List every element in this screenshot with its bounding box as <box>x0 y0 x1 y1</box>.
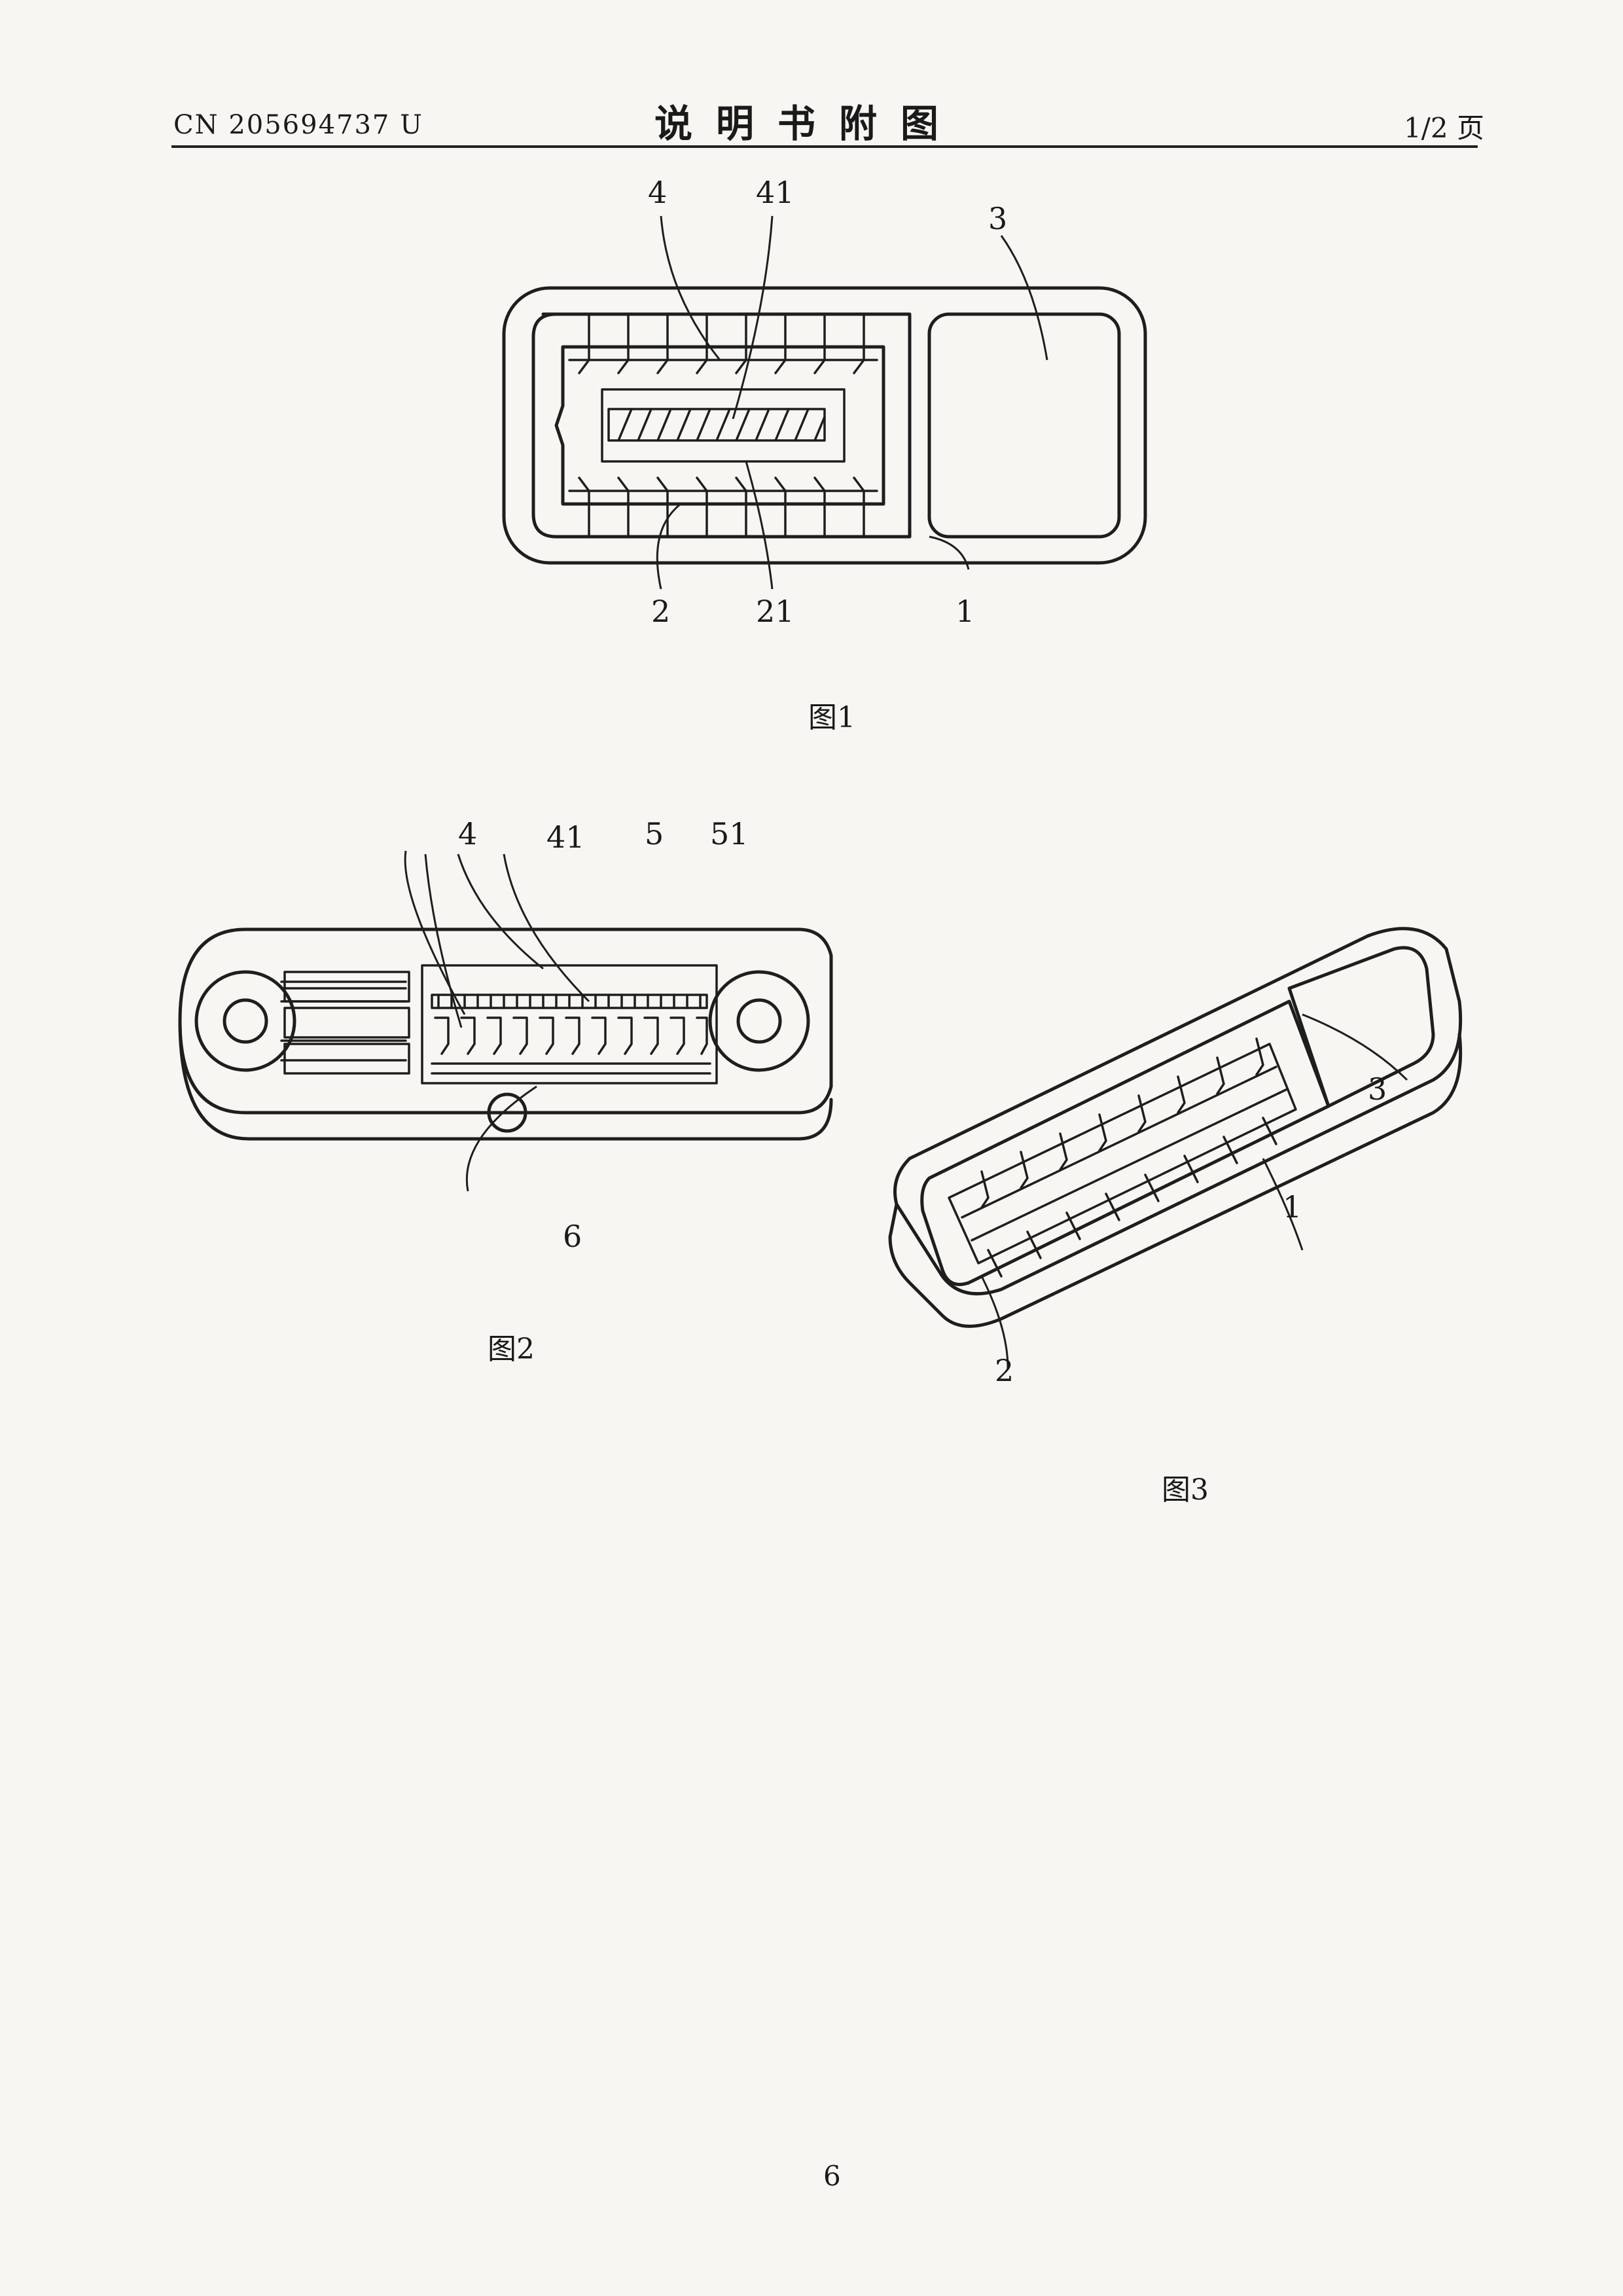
leader-3 <box>1000 235 1048 361</box>
figure-1: 4 41 3 2 21 1 <box>458 164 1178 661</box>
leader-21 <box>745 461 774 590</box>
leader-51 <box>503 853 590 1003</box>
housing-inner-cavity <box>531 312 912 539</box>
page-number: 6 <box>823 2160 841 2192</box>
leader-1 <box>1262 1158 1304 1251</box>
connector-frame-5 <box>421 964 718 1085</box>
plug-core-2 <box>554 345 885 506</box>
screw-hole-6 <box>487 1092 527 1133</box>
fig2-label-41: 41 <box>546 819 585 855</box>
contacts-top <box>980 1037 1264 1209</box>
fig1-label-3: 3 <box>988 201 1007 236</box>
fig2-label-51: 51 <box>710 816 749 852</box>
housing-1-depth <box>888 1032 1463 1328</box>
header-rule <box>171 145 1478 148</box>
receptacle-2 <box>920 999 1330 1286</box>
housing-1 <box>893 927 1463 1296</box>
left-rails <box>280 980 407 1062</box>
housing-outer <box>502 286 1147 565</box>
fig2-label-6: 6 <box>563 1219 582 1254</box>
mounting-hole-left-outer <box>194 970 296 1072</box>
fig2-label-4: 4 <box>458 816 477 852</box>
slot-21 <box>601 388 846 463</box>
fig3-label-1: 1 <box>1283 1189 1302 1225</box>
publication-number: CN 205694737 U <box>173 110 423 140</box>
mounting-hole-left <box>223 998 268 1044</box>
fig1-label-2: 2 <box>651 594 670 629</box>
page-header: CN 205694737 U 说明书附图 1/2 页 <box>0 0 1623 151</box>
leader-3 <box>1302 1013 1408 1081</box>
leader-4 <box>660 215 721 361</box>
fig2-label-5: 5 <box>645 816 664 852</box>
figure-3: 3 1 2 <box>870 910 1499 1446</box>
leader-41 <box>732 215 774 420</box>
leader-2 <box>980 1276 1009 1369</box>
mounting-hole-right-outer <box>708 970 810 1072</box>
figure-3-drawing: 3 1 2 <box>888 927 1463 1388</box>
fig3-label-3: 3 <box>1368 1071 1387 1107</box>
figure-2-caption: 图2 <box>488 1333 535 1366</box>
cavity-3 <box>1287 946 1435 1108</box>
document-title: 说明书附图 <box>654 101 963 146</box>
leader-1 <box>929 535 970 570</box>
core-plate <box>948 1043 1297 1265</box>
contact-plate-41 <box>607 408 826 442</box>
fig1-label-21: 21 <box>756 594 794 629</box>
cavity-3 <box>927 312 1121 539</box>
mounting-plate <box>178 927 833 1115</box>
leader-6 <box>465 1085 537 1192</box>
contacts-top-4 <box>568 313 878 374</box>
figure-3-caption: 图3 <box>1162 1473 1209 1507</box>
fig1-label-41: 41 <box>756 175 794 210</box>
contacts-bottom <box>987 1117 1277 1278</box>
leader-41 <box>424 853 463 1028</box>
fig1-label-4: 4 <box>648 175 667 210</box>
figure-1-caption: 图1 <box>808 701 855 734</box>
leader-5 <box>457 853 544 970</box>
page-count: 1/2 页 <box>1404 112 1484 144</box>
contacts-4 <box>431 1016 711 1075</box>
fig1-label-1: 1 <box>955 594 974 629</box>
contacts-bottom <box>568 476 878 538</box>
figure-2-drawing: 4 41 5 51 6 <box>178 816 833 1254</box>
figure-2: 4 41 5 51 6 <box>170 798 857 1283</box>
mounting-plate-lower-edge <box>178 1019 833 1141</box>
mounting-hole-right <box>736 998 782 1044</box>
leader-4 <box>404 850 466 1015</box>
figure-1-drawing: 4 41 3 2 21 1 <box>502 175 1147 629</box>
leader-2 <box>656 503 681 590</box>
fig3-label-2: 2 <box>995 1353 1014 1388</box>
